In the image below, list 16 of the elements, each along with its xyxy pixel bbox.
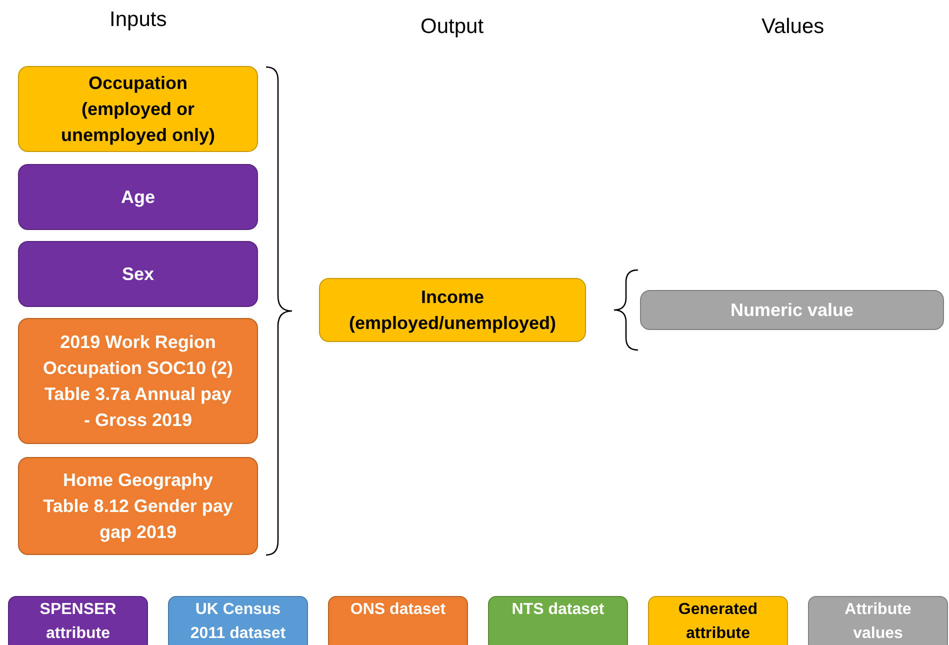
column-heading: Output — [420, 15, 484, 39]
attribute-box: Occupation (employed or unemployed only) — [18, 66, 258, 152]
attribute-box: 2019 Work Region Occupation SOC10 (2) Table 3.7a Annual pay - Gross 2019 — [18, 318, 258, 444]
attribute-box: Income (employed/unemployed) — [319, 278, 586, 342]
attribute-box: Sex — [18, 241, 258, 307]
legend-text: ONS dataset — [350, 600, 446, 620]
attribute-box: Age — [18, 164, 258, 230]
legend-text: UK Census 2011 dataset — [189, 600, 287, 644]
attribute-box: Numeric value — [640, 290, 944, 330]
column-heading: Values — [762, 15, 824, 39]
legend-text: Attribute values — [844, 600, 912, 644]
attribute-box: Home Geography Table 8.12 Gender pay gap 2019 — [18, 457, 258, 555]
legend-text: Generated attribute — [677, 600, 759, 644]
legend-text: NTS dataset — [512, 600, 604, 620]
column-heading: Inputs — [110, 8, 167, 32]
legend-text: SPENSER attribute — [38, 600, 118, 644]
